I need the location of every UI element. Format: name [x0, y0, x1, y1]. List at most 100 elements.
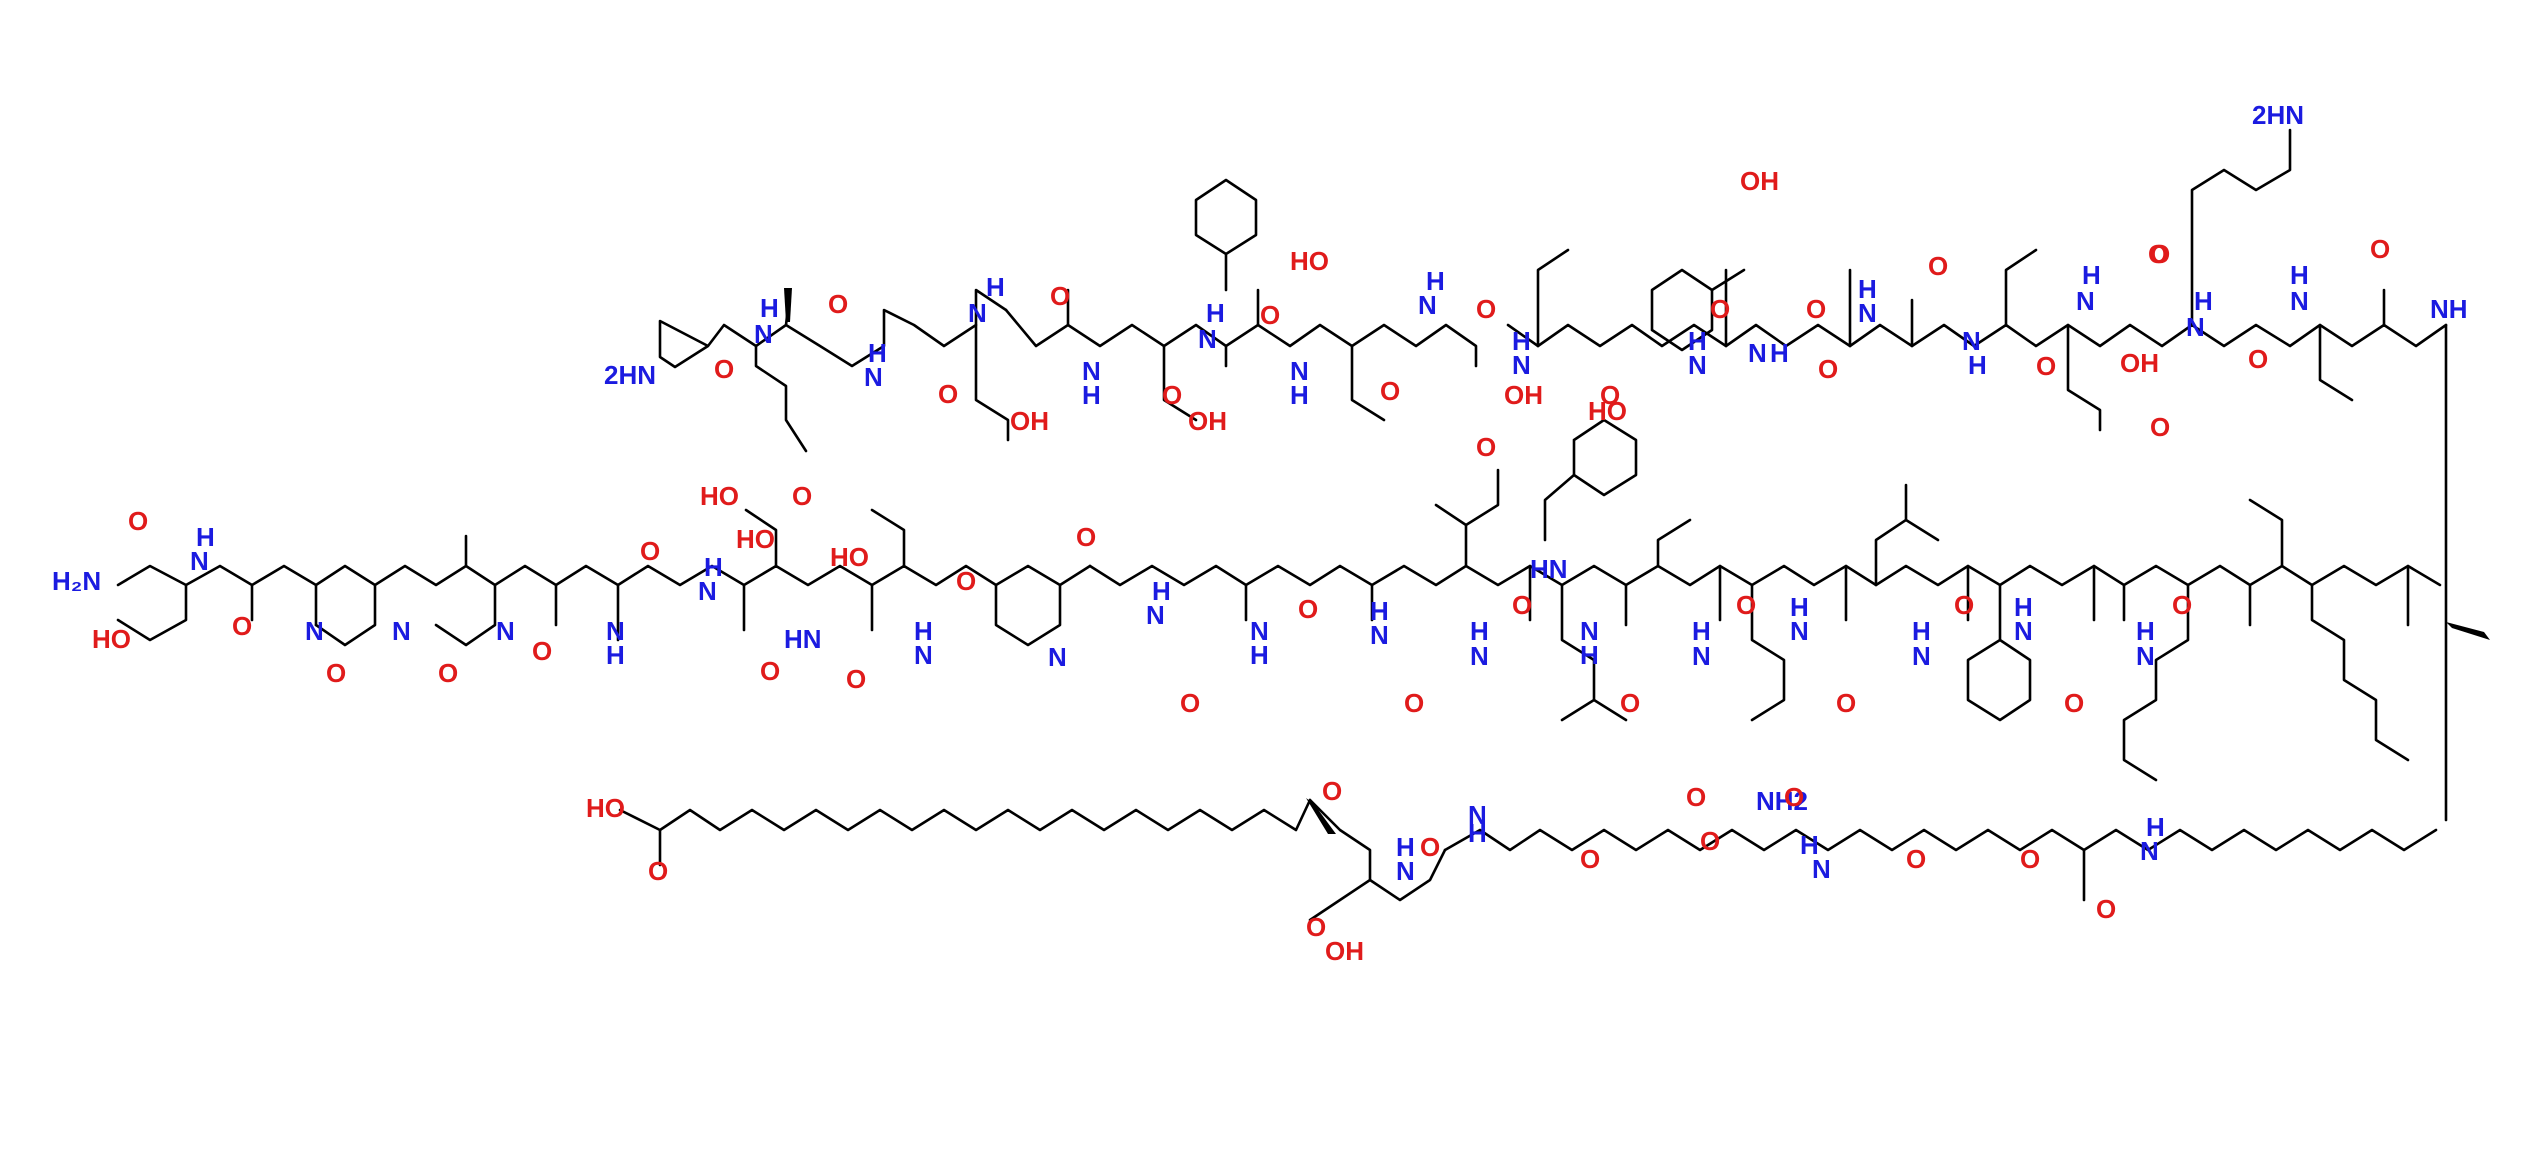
- label-100: H: [1470, 616, 1489, 646]
- label-37: N: [1688, 350, 1707, 380]
- label-135: H: [1800, 830, 1819, 860]
- label-107: H: [1692, 616, 1711, 646]
- label-97: N: [1370, 620, 1389, 650]
- label-28: O: [1476, 294, 1496, 324]
- label-125: O: [1322, 776, 1342, 806]
- label-102: O: [1512, 590, 1532, 620]
- label-4: H: [760, 293, 779, 323]
- stereo-wedges: [784, 288, 2490, 834]
- label-103: N: [1580, 616, 1599, 646]
- label-22: N: [1290, 356, 1309, 386]
- label-50: N: [2076, 286, 2095, 316]
- label-66: H: [196, 522, 215, 552]
- label-101: HN: [1530, 554, 1568, 584]
- label-64: H₂N: [52, 566, 101, 596]
- label-17: OH: [1010, 406, 1049, 436]
- label-29: OH: [1504, 380, 1543, 410]
- label-59: H: [2290, 260, 2309, 290]
- label-81: HO: [736, 524, 775, 554]
- label-123: HO: [586, 793, 625, 823]
- label-6: N: [864, 362, 883, 392]
- label-19: H: [1206, 298, 1225, 328]
- label-134: N: [1812, 854, 1831, 884]
- label-12: N: [1082, 356, 1101, 386]
- label-43: H: [1858, 274, 1877, 304]
- label-31: OH: [1740, 166, 1779, 196]
- label-46: N: [1962, 326, 1981, 356]
- label-2: O: [714, 354, 734, 384]
- label-77: O: [640, 536, 660, 566]
- label-115: N: [2014, 616, 2033, 646]
- label-48: O: [2036, 351, 2056, 381]
- label-113: H: [1912, 616, 1931, 646]
- label-13: H: [1082, 380, 1101, 410]
- label-49: H: [2082, 260, 2101, 290]
- label-20: O: [1260, 300, 1280, 330]
- label-118: N: [2136, 641, 2155, 671]
- label-89: O: [1076, 522, 1096, 552]
- atom-labels: 2HN O N H O N H O N H O N H O HO O OH N …: [52, 100, 2468, 966]
- label-56: H: [2194, 286, 2213, 316]
- label-85: N: [914, 640, 933, 670]
- label-60: N: [2290, 286, 2309, 316]
- label-141: O: [1306, 912, 1326, 942]
- label-99: N: [1470, 641, 1489, 671]
- label-78: N: [698, 576, 717, 606]
- label-122: O: [1686, 782, 1706, 812]
- label-14: O: [1162, 380, 1182, 410]
- label-132: O: [1700, 826, 1720, 856]
- label-42: O: [1818, 354, 1838, 384]
- label-130: N: [1468, 800, 1487, 830]
- label-105: O: [1620, 688, 1640, 718]
- label-126: N: [1396, 856, 1415, 886]
- label-41: H: [1770, 338, 1789, 368]
- label-90: H: [1152, 576, 1171, 606]
- label-139: N: [2140, 836, 2159, 866]
- label-104: H: [1580, 640, 1599, 670]
- label-75: N: [606, 616, 625, 646]
- label-72: O: [438, 658, 458, 688]
- label-53: O: [2150, 412, 2170, 442]
- label-38: HO: [1588, 396, 1627, 426]
- bond-skeleton: [116, 128, 2448, 922]
- label-117: O: [2064, 688, 2084, 718]
- label-140: H: [2146, 812, 2165, 842]
- label-8: O: [938, 379, 958, 409]
- label-95: O: [1298, 594, 1318, 624]
- label-121: NH2: [1756, 786, 1808, 816]
- label-76: H: [606, 640, 625, 670]
- label-33: N: [1512, 350, 1531, 380]
- label-7: H: [868, 338, 887, 368]
- label-80: O: [760, 656, 780, 686]
- label-131: O: [1580, 844, 1600, 874]
- label-142: OH: [1325, 936, 1364, 966]
- label-5: O: [828, 289, 848, 319]
- label-106: N: [1692, 641, 1711, 671]
- label-91: N: [1146, 600, 1165, 630]
- label-44: N: [1858, 298, 1877, 328]
- label-34: O: [1600, 380, 1620, 410]
- label-92: O: [1180, 688, 1200, 718]
- label-114: O: [1954, 590, 1974, 620]
- label-136: O: [1906, 844, 1926, 874]
- label-9: N: [968, 298, 987, 328]
- label-70: O: [326, 658, 346, 688]
- label-51: O: [2148, 239, 2168, 269]
- label-62: NH: [2430, 294, 2468, 324]
- label-119: H: [2136, 616, 2155, 646]
- label-109: N: [1790, 616, 1809, 646]
- label-55: O: [2150, 239, 2170, 269]
- label-30: O: [1476, 432, 1496, 462]
- label-68: HO: [92, 624, 131, 654]
- label-128: O: [1420, 832, 1440, 862]
- label-26: N: [1418, 290, 1437, 320]
- label-16: O: [792, 481, 812, 511]
- label-87: O: [956, 566, 976, 596]
- label-63: O: [128, 506, 148, 536]
- label-27: H: [1426, 266, 1445, 296]
- label-94: H: [1250, 640, 1269, 670]
- label-73: N: [496, 616, 515, 646]
- label-108: O: [1736, 590, 1756, 620]
- label-24: HO: [1290, 246, 1329, 276]
- label-40: N: [1748, 338, 1767, 368]
